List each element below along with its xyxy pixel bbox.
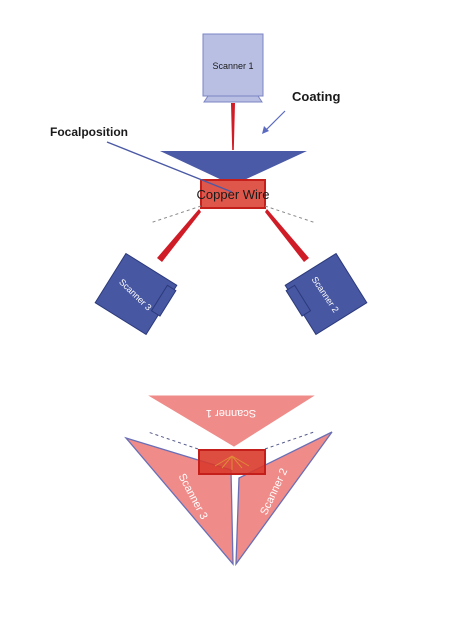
focal-label: Focalposition (50, 125, 128, 139)
top-diagram: Scanner 1 Coating Focalposition Copper W… (50, 33, 368, 336)
scanner-2-field (235, 431, 333, 567)
copper-wire-label: Copper Wire (197, 187, 270, 202)
scanner-3-top: Scanner 3 (94, 252, 178, 336)
bottom-diagram: Scanner 1 Scanner 3 Scanner 2 (124, 395, 333, 567)
scanner-2-top: Scanner 2 (284, 252, 368, 336)
coating-shape (160, 151, 307, 181)
beam-scanner-2 (265, 209, 309, 262)
coating-label: Coating (292, 89, 340, 104)
wire-hatch-1 (214, 455, 233, 467)
focal-pointer-line (106, 141, 233, 193)
copper-wire-box (200, 179, 266, 209)
wire-hatch-3 (231, 455, 250, 467)
wire-hatch-4 (231, 455, 243, 469)
scanner-1-top: Scanner 1 (202, 33, 264, 103)
beam-scanner-1 (231, 103, 235, 150)
scanner-1-label: Scanner 1 (212, 61, 253, 71)
scanner-2-head (285, 284, 312, 317)
bottom-guide-dash-right (264, 431, 315, 450)
guide-dash-left (149, 205, 202, 224)
scanner-3-head (150, 284, 177, 317)
scanner-1-field (148, 395, 315, 447)
coating-arrow (264, 110, 286, 132)
scanner-1-body (202, 33, 264, 97)
scanner-1-base (203, 95, 263, 103)
scanner-1-field-label: Scanner 1 (206, 407, 256, 419)
coating-arrowhead (262, 126, 269, 134)
beam-scanner-3 (157, 209, 201, 262)
guide-dash-right (264, 205, 317, 224)
wire-hatch-2 (221, 455, 233, 469)
bottom-guide-dash-left (147, 431, 199, 450)
